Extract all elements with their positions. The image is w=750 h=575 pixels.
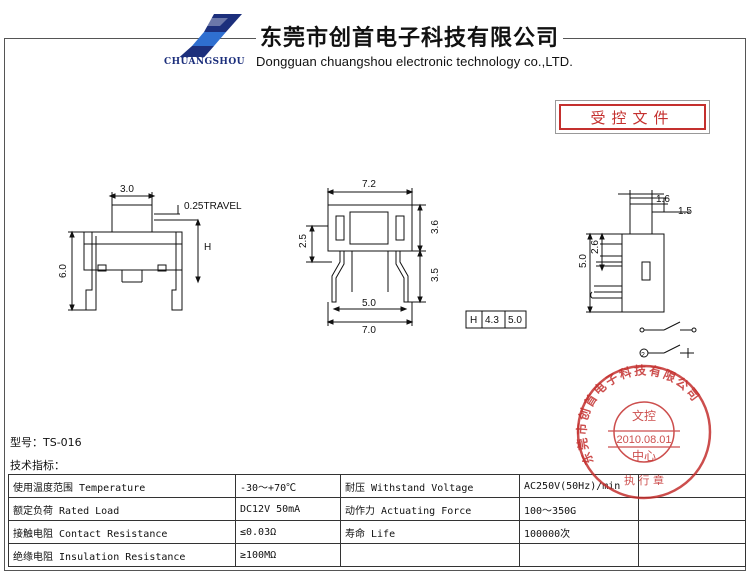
h-table bbox=[465, 310, 527, 329]
spec-label: 寿命 Life bbox=[340, 520, 520, 544]
page-header: CHUANGSHOU 东莞市创首电子科技有限公司 Dongguan chuang… bbox=[0, 0, 750, 80]
table-row: 绝缘电阻 Insulation Resistance ≥100MΩ bbox=[8, 543, 746, 567]
end-view bbox=[586, 190, 690, 314]
spec-label bbox=[340, 543, 520, 567]
seal-line3: 中心 bbox=[632, 448, 656, 463]
spec-value bbox=[519, 543, 639, 567]
dim-outer-width: 7.0 bbox=[362, 325, 376, 336]
h-table-value: 5.0 bbox=[508, 315, 522, 326]
company-name-en: Dongguan chuangshou electronic technolog… bbox=[256, 54, 573, 69]
dim-end-height: 5.0 bbox=[578, 254, 589, 268]
spec-label: 额定负荷 Rated Load bbox=[8, 497, 236, 521]
spec-label: 耐压 Withstand Voltage bbox=[340, 474, 520, 498]
switch-marker: 2 bbox=[641, 352, 645, 359]
seal-bottom: 执 行 章 bbox=[624, 473, 664, 487]
spec-label: 动作力 Actuating Force bbox=[340, 497, 520, 521]
approval-seal: 东莞市创首电子科技有限公司 文控 2010.08.01 中心 执 行 章 bbox=[574, 362, 712, 500]
table-row: 接触电阻 Contact Resistance ≤0.03Ω 寿命 Life 1… bbox=[8, 520, 746, 544]
spec-cell bbox=[638, 497, 746, 521]
switch-symbol bbox=[639, 321, 697, 358]
dim-h: H bbox=[204, 242, 211, 253]
dim-travel: 0.25TRAVEL bbox=[184, 201, 242, 212]
table-row: 使用温度范围 Temperature -30～+70℃ 耐压 Withstand… bbox=[8, 474, 746, 498]
spec-value: 100000次 bbox=[519, 520, 639, 544]
spec-value: ≥100MΩ bbox=[235, 543, 341, 567]
dim-pin-length: 3.5 bbox=[430, 268, 441, 282]
dim-total-height: 6.0 bbox=[58, 264, 69, 278]
brand-name: CHUANGSHOU bbox=[160, 57, 249, 67]
controlled-document-stamp: 受控文件 bbox=[555, 100, 710, 134]
spec-value: 100～350G bbox=[519, 497, 639, 521]
h-table-label: H bbox=[470, 315, 477, 326]
dim-end-mid: 2.6 bbox=[590, 240, 601, 254]
spec-title: 技术指标： bbox=[10, 459, 65, 472]
table-row: 额定负荷 Rated Load DC12V 50mA 动作力 Actuating… bbox=[8, 497, 746, 521]
side-view bbox=[68, 192, 201, 312]
controlled-document-label: 受控文件 bbox=[559, 104, 706, 130]
spec-label: 接触电阻 Contact Resistance bbox=[8, 520, 236, 544]
spec-value: ≤0.03Ω bbox=[235, 520, 341, 544]
seal-date: 2010.08.01 bbox=[616, 434, 671, 446]
dim-front-width: 7.2 bbox=[362, 179, 376, 190]
spec-cell bbox=[638, 543, 746, 567]
dim-pin-spacing: 5.0 bbox=[362, 298, 376, 309]
seal-line1: 文控 bbox=[632, 408, 656, 423]
spec-table: 使用温度范围 Temperature -30～+70℃ 耐压 Withstand… bbox=[8, 474, 746, 567]
dim-left-height: 2.5 bbox=[298, 234, 309, 248]
dim-end-step: 1.5 bbox=[678, 206, 692, 217]
front-view bbox=[306, 188, 426, 326]
model-number: 型号：TS-016 bbox=[10, 436, 82, 449]
spec-label: 使用温度范围 Temperature bbox=[8, 474, 236, 498]
spec-cell bbox=[638, 520, 746, 544]
dim-top-width: 3.0 bbox=[120, 184, 134, 195]
h-table-value: 4.3 bbox=[485, 315, 499, 326]
spec-value: -30～+70℃ bbox=[235, 474, 341, 498]
dim-end-top: 1.6 bbox=[656, 194, 670, 205]
company-name-cn: 东莞市创首电子科技有限公司 bbox=[256, 24, 564, 52]
spec-label: 绝缘电阻 Insulation Resistance bbox=[8, 543, 236, 567]
dim-body-height: 3.6 bbox=[430, 220, 441, 234]
spec-value: DC12V 50mA bbox=[235, 497, 341, 521]
